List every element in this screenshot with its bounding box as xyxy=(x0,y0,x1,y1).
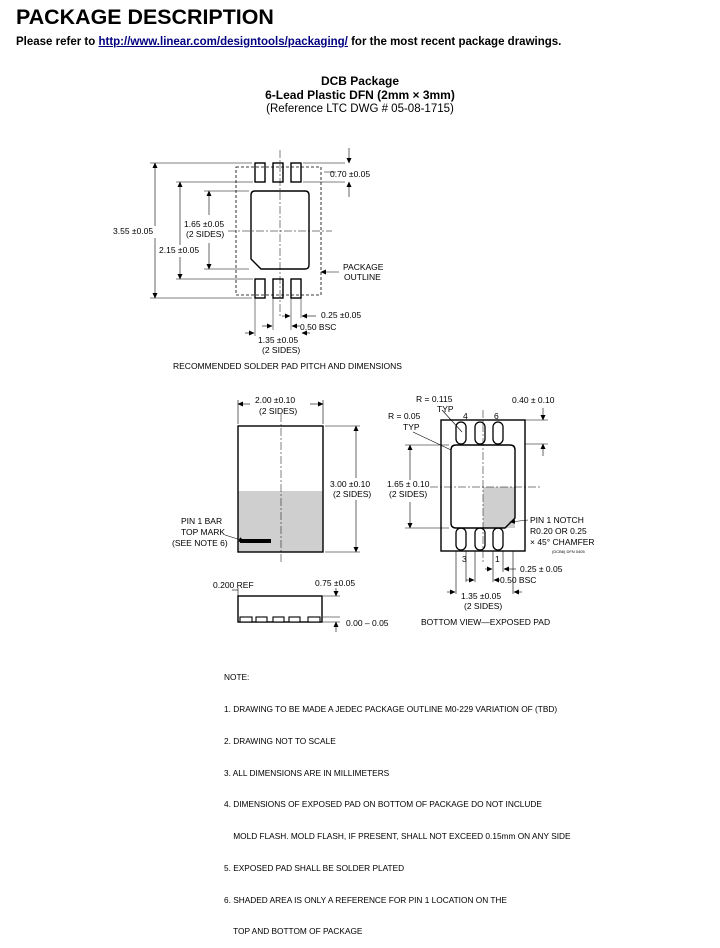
pin-number-3: 3 xyxy=(462,554,467,564)
refer-line: Please refer to http://www.linear.com/de… xyxy=(16,36,561,48)
bottom-exposed-pad xyxy=(450,444,516,529)
solder-pad-caption: RECOMMENDED SOLDER PAD PITCH AND DIMENSI… xyxy=(173,361,402,371)
refer-suffix: for the most recent package drawings. xyxy=(351,36,562,48)
pin1-notch-2: R0.20 OR 0.25 xyxy=(530,526,587,536)
package-drawing: 0.70 ±0.05 3.55 ±0.05 1.65 ±0.05 (2 SIDE… xyxy=(113,148,595,632)
bottom-dim-050: 0.50 BSC xyxy=(500,575,536,585)
dim-bottom-sides: (2 SIDES) xyxy=(262,345,300,355)
outline-label-2: OUTLINE xyxy=(344,272,381,282)
bottom-r2: R = 0.05 xyxy=(388,411,421,421)
top-view: 2.00 ±0.10 (2 SIDES) 3.00 ±0.10 (2 SIDES… xyxy=(172,395,371,562)
dim-inner-a: 1.65 ±0.05 xyxy=(184,219,224,229)
pin1-label-1: PIN 1 BAR xyxy=(181,516,222,526)
pin1-notch-1: PIN 1 NOTCH xyxy=(530,515,584,525)
dim-overall: 3.55 ±0.05 xyxy=(113,226,153,236)
notes-header: NOTE: xyxy=(224,672,250,683)
pin1-bar xyxy=(240,539,271,543)
side-ref: 0.200 REF xyxy=(213,580,254,590)
bottom-lead xyxy=(474,421,486,445)
exposed-pad xyxy=(250,190,310,270)
top-dim-height-sides: (2 SIDES) xyxy=(333,489,371,499)
side-height: 0.75 ±0.05 xyxy=(315,578,355,588)
bottom-dim-040: 0.40 ± 0.10 xyxy=(512,395,555,405)
note-1: 1. DRAWING TO BE MADE A JEDEC PACKAGE OU… xyxy=(224,703,558,714)
bottom-lead xyxy=(492,527,504,551)
note-6a: 6. SHADED AREA IS ONLY A REFERENCE FOR P… xyxy=(224,894,507,905)
bottom-r2-typ: TYP xyxy=(403,422,420,432)
top-dim-height: 3.00 ±0.10 xyxy=(330,479,370,489)
page-heading: PACKAGE DESCRIPTION xyxy=(16,6,274,29)
package-name: DCB Package xyxy=(320,74,400,88)
top-dim-width: 2.00 ±0.10 xyxy=(255,395,295,405)
note-4a: 4. DIMENSIONS OF EXPOSED PAD ON BOTTOM O… xyxy=(224,799,542,810)
solder-pad xyxy=(272,162,284,183)
refer-prefix: Please refer to xyxy=(16,36,96,48)
dim-pad-width: 0.25 ±0.05 xyxy=(321,310,361,320)
note-3: 3. ALL DIMENSIONS ARE IN MILLIMETERS xyxy=(224,767,390,778)
bottom-r1: R = 0.115 xyxy=(416,394,453,404)
bottom-dim-135-sides: (2 SIDES) xyxy=(464,601,502,611)
bottom-dim-025: 0.25 ± 0.05 xyxy=(520,564,563,574)
solder-pad xyxy=(254,162,266,183)
pin-number-4: 4 xyxy=(463,411,468,421)
bottom-lead xyxy=(492,421,504,445)
outline-label-1: PACKAGE xyxy=(343,262,384,272)
note-5: 5. EXPOSED PAD SHALL BE SOLDER PLATED xyxy=(224,862,405,873)
dim-inner-b: 2.15 ±0.05 xyxy=(159,245,199,255)
bottom-dim-165: 1.65 ± 0.10 xyxy=(387,479,430,489)
solder-pad-view xyxy=(150,148,352,336)
dim-top: 0.70 ±0.05 xyxy=(330,169,370,179)
dim-bottom: 1.35 ±0.05 xyxy=(258,335,298,345)
dim-pitch: 0.50 BSC xyxy=(300,322,336,332)
packaging-link[interactable]: http://www.linear.com/designtools/packag… xyxy=(98,36,348,48)
bottom-dim-135: 1.35 ±0.05 xyxy=(461,591,501,601)
pin1-label-2: TOP MARK xyxy=(181,527,225,537)
solder-pad xyxy=(254,278,266,299)
side-standoff: 0.00 – 0.05 xyxy=(346,618,389,628)
package-type: 6-Lead Plastic DFN (2mm × 3mm) xyxy=(265,88,455,102)
note-6b: TOP AND BOTTOM OF PACKAGE xyxy=(224,926,363,937)
bottom-dim-165-sides: (2 SIDES) xyxy=(389,489,427,499)
solder-pad-labels: 0.70 ±0.05 3.55 ±0.05 1.65 ±0.05 (2 SIDE… xyxy=(113,169,402,371)
dwg-code: (DCB6) DFN 0405 xyxy=(552,549,585,554)
bottom-lead xyxy=(455,421,467,445)
pin-number-1: 1 xyxy=(495,554,500,564)
top-dim-width-sides: (2 SIDES) xyxy=(259,406,297,416)
dim-inner-a-sides: (2 SIDES) xyxy=(186,229,224,239)
bottom-lead xyxy=(474,527,486,551)
pin1-notch-3: × 45° CHAMFER xyxy=(530,537,595,547)
bottom-view-caption: BOTTOM VIEW—EXPOSED PAD xyxy=(421,617,550,627)
pin-number-6: 6 xyxy=(494,411,499,421)
package-reference: (Reference LTC DWG # 05-08-1715) xyxy=(266,103,454,115)
note-2: 2. DRAWING NOT TO SCALE xyxy=(224,735,336,746)
bottom-lead xyxy=(455,527,467,551)
pin1-label-3: (SEE NOTE 6) xyxy=(172,538,228,548)
bottom-view: R = 0.115 TYP R = 0.05 TYP 4 6 3 1 0.40 … xyxy=(387,394,595,627)
solder-pad xyxy=(290,278,302,299)
notes-block: NOTE: 1. DRAWING TO BE MADE A JEDEC PACK… xyxy=(224,651,571,948)
note-4b: MOLD FLASH. MOLD FLASH, IF PRESENT, SHAL… xyxy=(224,831,571,842)
bottom-r1-typ: TYP xyxy=(437,404,454,414)
solder-pad xyxy=(272,278,284,299)
side-view: 0.200 REF 0.75 ±0.05 0.00 – 0.05 xyxy=(213,578,389,632)
package-top-body xyxy=(237,425,324,553)
solder-pad xyxy=(290,162,302,183)
